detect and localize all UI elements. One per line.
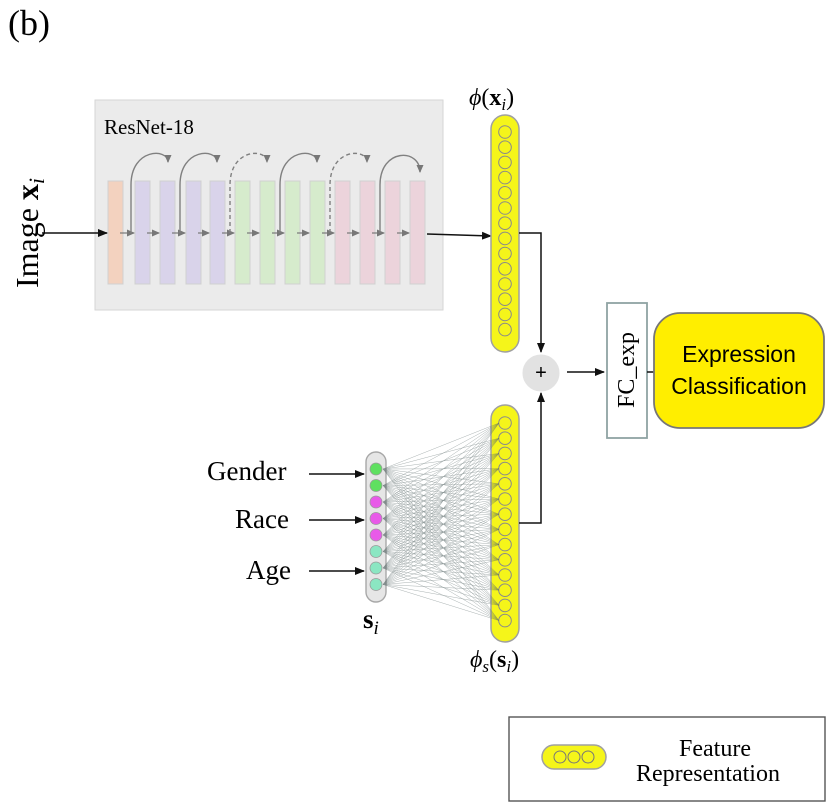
- side-vector-var: s: [363, 604, 374, 634]
- input-label-sub: i: [24, 177, 49, 185]
- feature-unit: [498, 125, 512, 139]
- fusion-plus-symbol: +: [535, 362, 547, 384]
- feature-unit: [498, 322, 512, 337]
- legend-feature-swatch: [541, 744, 607, 770]
- fc-exp-box: [606, 302, 648, 439]
- output-line1: Expression: [682, 341, 796, 368]
- input-label: Image xi: [9, 178, 49, 289]
- side-input-age: Age: [246, 555, 291, 585]
- side-input-unit: [369, 561, 383, 575]
- side-feature-to-fusion-arrow: [519, 392, 545, 524]
- feature-unit: [498, 170, 512, 185]
- side-feature-vector: [490, 404, 520, 643]
- side-input-unit: [369, 479, 383, 492]
- side-feature-label: ϕs(si): [470, 647, 520, 676]
- image-feature-label: ϕ(xi): [469, 85, 515, 114]
- side-feature-var: s: [497, 647, 507, 673]
- resnet-layer: [409, 180, 426, 285]
- fc-exp-label: FC_exp: [614, 331, 640, 409]
- output-box: [653, 312, 825, 429]
- side-feature-sub: i: [506, 657, 512, 676]
- feature-unit: [498, 140, 512, 154]
- resnet-skip-connections: [130, 152, 424, 233]
- feature-unit: [498, 231, 512, 246]
- feature-unit: [498, 277, 512, 291]
- feature-unit: [498, 292, 512, 307]
- side-input-vector: [365, 451, 387, 603]
- panel-label: (b): [8, 3, 50, 43]
- fusion-plus-node: [522, 354, 560, 392]
- resnet-to-feature-arrow: [426, 231, 492, 240]
- side-input-unit: [369, 545, 383, 558]
- side-input-race: Race: [235, 504, 289, 534]
- side-input-unit: [369, 462, 383, 476]
- fully-connected-lines: [382, 422, 500, 621]
- side-feature-func: ϕ: [470, 647, 483, 673]
- side-input-unit: [369, 495, 383, 509]
- side-input-unit: [369, 512, 383, 525]
- side-input-unit: [369, 528, 383, 542]
- side-input-arrows: [309, 470, 365, 575]
- side-feature-func-sub: s: [482, 657, 490, 676]
- image-feature-sub: i: [501, 95, 507, 114]
- feature-unit: [498, 262, 512, 276]
- feature-unit: [498, 201, 512, 215]
- feature-unit: [498, 216, 512, 230]
- image-feature-vector: [490, 114, 520, 353]
- side-input-gender: Gender: [207, 456, 287, 486]
- output-line2: Classification: [671, 372, 807, 399]
- feature-unit: [498, 155, 512, 170]
- side-vector-label: si: [363, 604, 379, 639]
- side-vector-sub: i: [373, 618, 379, 639]
- input-label-var: x: [9, 184, 45, 201]
- legend-line2: Representation: [636, 761, 780, 787]
- input-label-text: Image: [9, 200, 45, 289]
- output-label: Expression Classification: [654, 313, 824, 428]
- resnet-layers: [107, 180, 426, 285]
- image-feature-var: x: [489, 85, 502, 111]
- feature-unit: [498, 307, 512, 322]
- image-feature-to-fusion-arrow: [519, 232, 545, 353]
- image-feature-func: ϕ: [469, 85, 482, 111]
- backbone-label: ResNet-18: [104, 115, 194, 139]
- feature-unit: [498, 186, 512, 200]
- side-input-unit: [369, 578, 383, 591]
- legend-line1: Feature: [679, 736, 751, 762]
- feature-unit: [498, 246, 512, 261]
